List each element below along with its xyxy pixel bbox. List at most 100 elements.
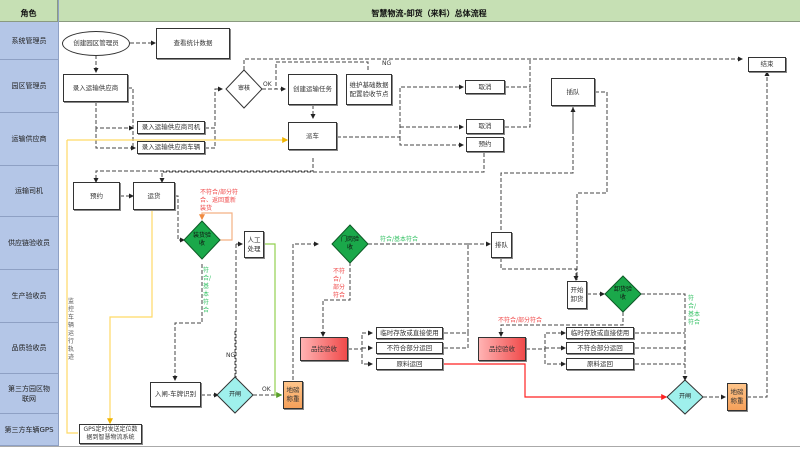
enter-vehicle-node[interactable]: 录入运输供应商车辆: [137, 141, 205, 154]
gate-fail-label: 不符合/部分符合: [333, 268, 346, 299]
edge-temp-left-to-queue: [444, 244, 469, 334]
manual-handle-node[interactable]: 人工处理: [244, 231, 264, 258]
lane-transport-supplier: 运输供应商: [0, 113, 58, 166]
lane-divider: [58, 0, 59, 446]
role-column-header: 角色: [0, 0, 58, 22]
enter-driver-node[interactable]: 录入运输供应商司机: [137, 121, 205, 134]
queue-node[interactable]: 排队: [491, 232, 512, 258]
ok-review-label: OK: [263, 81, 272, 88]
lane-quality-inspector: 品质验收员: [0, 323, 58, 374]
gps-send-node[interactable]: GPS定时发送定位数据到智慧物流系统: [79, 424, 142, 444]
qc-check-left-node[interactable]: 品控验收: [300, 337, 348, 361]
lane-label: 系统管理员: [11, 36, 47, 45]
diagram-title: 智慧物流-卸货（来料）总体流程: [371, 9, 487, 18]
gate-check-label: 门岗验收: [340, 236, 359, 251]
edge-vehicle-to-review: [205, 128, 216, 149]
open-gate-left-diamond[interactable]: [216, 376, 254, 414]
weigh-right-node[interactable]: 地磅称重: [727, 383, 747, 411]
dispatch-node[interactable]: 派车: [288, 122, 337, 150]
temp-store-left-node[interactable]: 临时存放或直接使用: [376, 327, 443, 339]
edge-jump-right: [576, 91, 608, 280]
edge-qcr-split: [526, 330, 566, 350]
loading-check-diamond[interactable]: [183, 220, 221, 260]
transport-node[interactable]: 运货: [133, 182, 175, 210]
edge-gate-fail: [320, 262, 351, 337]
edge-transport-to-loading: [175, 195, 185, 243]
edge-unload-pass: [641, 293, 688, 381]
start-unload-node[interactable]: 开始卸货: [567, 281, 587, 309]
edge-queue-to-start: [500, 258, 579, 281]
ng-review-label: NG: [382, 60, 392, 67]
create-park-admin-node[interactable]: 创建园区管理员: [62, 31, 130, 56]
raw-return-left-node[interactable]: 原料运回: [376, 358, 443, 370]
ok-gate-label: OK: [262, 386, 271, 393]
unload-fail-label: 不符合/部分符合: [498, 317, 543, 324]
partial-return-right-node[interactable]: 不符合部分运回: [566, 342, 634, 354]
edge-supplier-to-vehicle-b: [95, 128, 136, 151]
partial-return-left-node[interactable]: 不符合部分运回: [376, 342, 443, 354]
raw-return-right-node[interactable]: 原料运回: [566, 358, 634, 370]
lane-supply-chain-inspector: 供应链验收员: [0, 217, 58, 270]
edge-cancel-mid-to-end: [505, 87, 531, 128]
lane-system-admin: 系统管理员: [0, 22, 58, 60]
edge-gps-monitor: [66, 140, 78, 434]
reserve-supplier-node[interactable]: 预约: [466, 137, 504, 152]
edge-partial-left-to-queue: [444, 333, 469, 349]
edge-supplier-to-driver: [95, 102, 134, 131]
edge-supplier-to-vehicle: [128, 87, 135, 149]
unload-pass-label: 符合/基本符合: [688, 295, 701, 326]
edge-raw-left-to-opengate: [444, 363, 668, 400]
edge-unload-fail: [498, 312, 624, 337]
lane-label: 园区管理员: [11, 82, 47, 90]
cancel-top-node[interactable]: 取消: [465, 80, 505, 94]
edge-maintain-loop: [275, 61, 369, 89]
unload-check-diamond[interactable]: [604, 275, 642, 313]
enter-supplier-node[interactable]: 录入运输供应商: [63, 74, 128, 102]
edge-review-ng: [243, 56, 743, 70]
unload-check-label: 卸货验收: [613, 286, 632, 301]
open-gate-right-diamond[interactable]: [666, 379, 704, 415]
qc-check-right-node[interactable]: 品控验收: [478, 337, 526, 361]
ng-gate-label: NG: [226, 352, 236, 359]
end-node[interactable]: 结束: [748, 57, 786, 72]
maintain-data-node[interactable]: 维护基础数据配置验收节点: [346, 74, 392, 105]
open-gate-right-label: 开闸: [678, 393, 691, 400]
gate-in-plate-node[interactable]: 入闸-车牌识别: [150, 382, 201, 407]
lane-park-admin: 园区管理员: [0, 60, 58, 113]
gate-pass-label: 符合/基本符合: [380, 236, 419, 243]
diagram-title-bar: 智慧物流-卸货（来料）总体流程: [58, 0, 800, 22]
lane-label: 第三方车辆GPS: [4, 425, 54, 434]
lane-production-inspector: 生产验收员: [0, 270, 58, 323]
edge-loading-fail-loop: [199, 212, 233, 241]
loading-fail-label: 不符合/部分符合、返回重新装货: [200, 189, 239, 212]
temp-store-right-node[interactable]: 临时存放或直接使用: [566, 327, 634, 339]
reserve-driver-node[interactable]: 预约: [73, 182, 120, 210]
lane-label: 供应链验收员: [8, 239, 50, 247]
edge-qcr-raw: [544, 348, 566, 367]
queue-jump-node[interactable]: 插队: [551, 78, 595, 106]
lane-label: 运输司机: [15, 187, 43, 195]
edge-cancel-top-to-end: [505, 59, 531, 88]
edge-dispatch-to-reserve: [399, 137, 464, 148]
lane-park-iot: 第三方园区物联网: [0, 374, 58, 414]
lane-vehicle-gps: 第三方车辆GPS: [0, 414, 58, 446]
review-diamond[interactable]: [225, 69, 263, 109]
edge-manual-to-weigh: [263, 243, 283, 398]
weigh-left-node[interactable]: 地磅称重: [283, 381, 303, 409]
lane-label: 生产验收员: [11, 292, 47, 300]
edge-dispatch-branch: [337, 84, 464, 138]
edge-dispatch-to-driver-reserve: [93, 158, 314, 183]
view-stats-node[interactable]: 查看统计数据: [156, 28, 230, 59]
edge-weigh-right-to-end: [747, 71, 770, 398]
create-task-node[interactable]: 创建运输任务: [288, 74, 337, 105]
gate-check-diamond[interactable]: [331, 224, 369, 264]
lane-driver: 运输司机: [0, 166, 58, 217]
edge-transport-to-gps: [107, 210, 153, 425]
open-gate-left-label: 开闸: [228, 391, 241, 398]
role-header-label: 角色: [20, 9, 37, 18]
monitor-track-label: 监控车辆运行轨迹: [68, 298, 75, 361]
lane-label: 品质验收员: [11, 344, 47, 352]
cancel-mid-node[interactable]: 取消: [466, 119, 504, 134]
